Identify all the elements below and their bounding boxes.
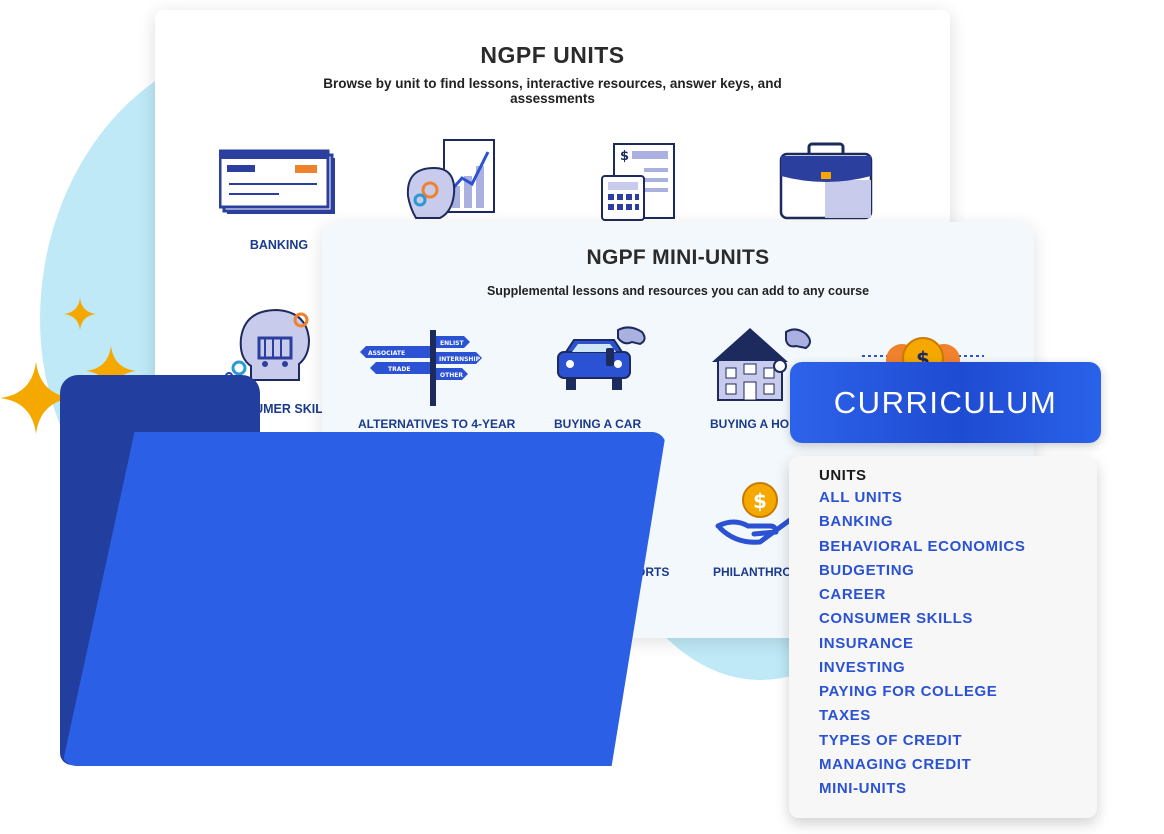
- menu-item-insurance[interactable]: INSURANCE: [819, 634, 914, 652]
- mini-unit-tile-buying-a-house[interactable]: BUYING A HO: [710, 324, 820, 431]
- units-dropdown-menu: UNITS ALL UNITS BANKING BEHAVIORAL ECONO…: [789, 456, 1097, 818]
- signpost-word: OTHER: [440, 372, 463, 379]
- menu-item-paying-for-college[interactable]: PAYING FOR COLLEGE: [819, 683, 998, 700]
- unit-tile-banking[interactable]: BANKING: [218, 148, 339, 258]
- menu-item-budgeting[interactable]: BUDGETING: [819, 561, 915, 579]
- mini-unit-tile-alternatives[interactable]: ENLIST ASSOCIATE INTERNSHIP TRADE OTHER …: [358, 326, 515, 431]
- unit-tile-career[interactable]: [777, 142, 875, 222]
- mini-unit-tile-buying-a-car[interactable]: BUYING A CAR: [552, 324, 652, 431]
- signpost-word: INTERNSHIP: [439, 356, 481, 363]
- house-key-icon: [712, 328, 811, 401]
- menu-item-taxes[interactable]: TAXES: [819, 707, 871, 725]
- check-icon: [218, 149, 335, 214]
- sparkle-star-icon: [0, 362, 72, 434]
- menu-item-behavioral-economics[interactable]: BEHAVIORAL ECONOMICS: [819, 537, 1026, 555]
- mini-unit-label: BUYING A HO: [710, 417, 790, 431]
- mini-unit-label: BUYING A CAR: [554, 417, 642, 431]
- units-panel-title: NGPF UNITS: [480, 42, 625, 68]
- mini-units-panel-subtitle: Supplemental lessons and resources you c…: [486, 284, 870, 298]
- mini-unit-label: PHILANTHRO: [713, 565, 792, 579]
- menu-item-all-units[interactable]: ALL UNITS: [819, 489, 903, 506]
- svg-text:$: $: [753, 489, 767, 513]
- unit-tile-budgeting[interactable]: $: [600, 142, 680, 222]
- signpost-word: ASSOCIATE: [368, 350, 405, 357]
- mini-units-panel-title: NGPF MINI-UNITS: [586, 246, 770, 269]
- menu-item-career[interactable]: CAREER: [819, 586, 886, 603]
- car-key-icon: [557, 326, 646, 390]
- svg-text:$: $: [620, 149, 629, 164]
- sparkle-star-icon: [64, 298, 96, 330]
- unit-tile-label: BANKING: [249, 238, 309, 252]
- folder-front: [62, 432, 666, 766]
- units-panel-subtitle: Browse by unit to find lessons, interact…: [323, 76, 782, 106]
- menu-item-banking[interactable]: BANKING: [819, 513, 894, 531]
- sparkle-star-icon: [86, 346, 136, 396]
- curriculum-button[interactable]: CURRICULUM: [790, 362, 1101, 443]
- menu-item-consumer-skills[interactable]: CONSUMER SKILLS: [819, 610, 974, 628]
- mini-unit-tile-philanthropy[interactable]: $ PHILANTHRO: [713, 480, 804, 580]
- unit-tile-behavioral-economics[interactable]: [400, 138, 500, 228]
- calculator-budget-icon: $: [601, 143, 675, 221]
- hand-coin-icon: $: [715, 482, 793, 545]
- menu-item-mini-units[interactable]: MINI-UNITS: [819, 780, 907, 797]
- units-menu-list: ALL UNITS BANKING BEHAVIORAL ECONOMICS B…: [819, 488, 1025, 803]
- units-menu-heading: UNITS: [819, 467, 867, 484]
- mini-unit-label[interactable]: ORTS: [636, 565, 670, 579]
- signpost-icon: ENLIST ASSOCIATE INTERNSHIP TRADE OTHER: [360, 330, 482, 406]
- mini-unit-label: ALTERNATIVES TO 4-YEAR: [358, 417, 516, 431]
- briefcase-icon: [779, 142, 873, 220]
- signpost-word: TRADE: [388, 366, 410, 373]
- menu-item-types-of-credit[interactable]: TYPES OF CREDIT: [819, 731, 963, 749]
- signpost-word: ENLIST: [440, 340, 464, 347]
- brain-cart-icon: [225, 308, 311, 381]
- menu-item-investing[interactable]: INVESTING: [819, 658, 906, 676]
- menu-item-managing-credit[interactable]: MANAGING CREDIT: [819, 755, 972, 773]
- brain-chart-icon: [406, 139, 495, 219]
